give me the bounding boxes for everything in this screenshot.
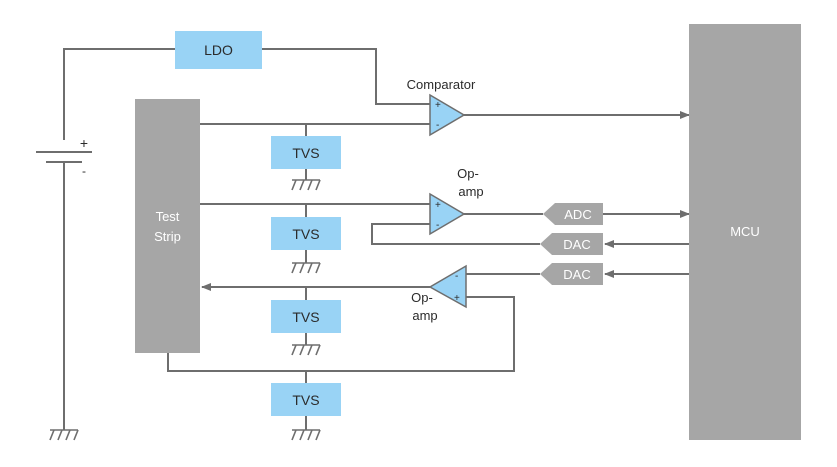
ground-icon	[49, 429, 79, 441]
opamp-bottom-label-line1: Op-	[411, 290, 433, 305]
tvs-block	[271, 383, 341, 416]
dac-bottom-label: DAC	[563, 267, 590, 282]
ground-icon	[291, 262, 321, 274]
tvs-label: TVS	[292, 392, 319, 408]
wire-bottom-loop	[167, 296, 515, 372]
ldo-label: LDO	[204, 42, 233, 58]
opamp-top-symbol	[429, 192, 466, 236]
ground-icon	[291, 179, 321, 191]
battery-icon	[36, 151, 92, 163]
opamp-bottom-plus: +	[454, 293, 460, 304]
tvs-block	[271, 300, 341, 333]
tvs-label: TVS	[292, 309, 319, 325]
test-strip-label-line1: Test	[156, 209, 180, 224]
wire-opamp-feedback	[371, 223, 540, 245]
opamp-top-label-line1: Op-	[457, 166, 479, 181]
grounds	[49, 179, 321, 441]
comparator-plus: +	[435, 100, 441, 111]
wire-ldo-comparator	[262, 48, 430, 105]
opamp-bottom-label-line2: amp	[412, 308, 437, 323]
test-strip-block	[135, 99, 200, 353]
dac-bottom-block	[540, 263, 603, 285]
ldo-block	[175, 31, 262, 69]
adc-block	[543, 203, 603, 225]
dac-top-label: DAC	[563, 237, 590, 252]
opamp-bottom-minus: -	[455, 271, 458, 282]
opamp-top-label-line2: amp	[458, 184, 483, 199]
ground-icon	[291, 344, 321, 356]
wire-battery-ldo	[63, 48, 175, 140]
opamp-bottom-symbol	[428, 264, 467, 309]
comparator-minus: -	[436, 120, 439, 131]
mcu-block	[689, 24, 801, 440]
ground-icon	[291, 429, 321, 441]
dac-top-block	[540, 233, 603, 255]
tvs-block	[271, 136, 341, 169]
comparator-label: Comparator	[407, 77, 476, 92]
tvs-label: TVS	[292, 226, 319, 242]
battery-minus-label: -	[82, 164, 86, 178]
mcu-label: MCU	[730, 224, 760, 239]
battery-plus-label: +	[80, 135, 88, 151]
opamp-top-minus: -	[436, 220, 439, 231]
test-strip-label-line2: Strip	[154, 229, 181, 244]
tvs-label: TVS	[292, 145, 319, 161]
opamp-top-plus: +	[435, 200, 441, 211]
tvs-block	[271, 217, 341, 250]
adc-label: ADC	[564, 207, 591, 222]
comparator-symbol	[429, 93, 466, 137]
